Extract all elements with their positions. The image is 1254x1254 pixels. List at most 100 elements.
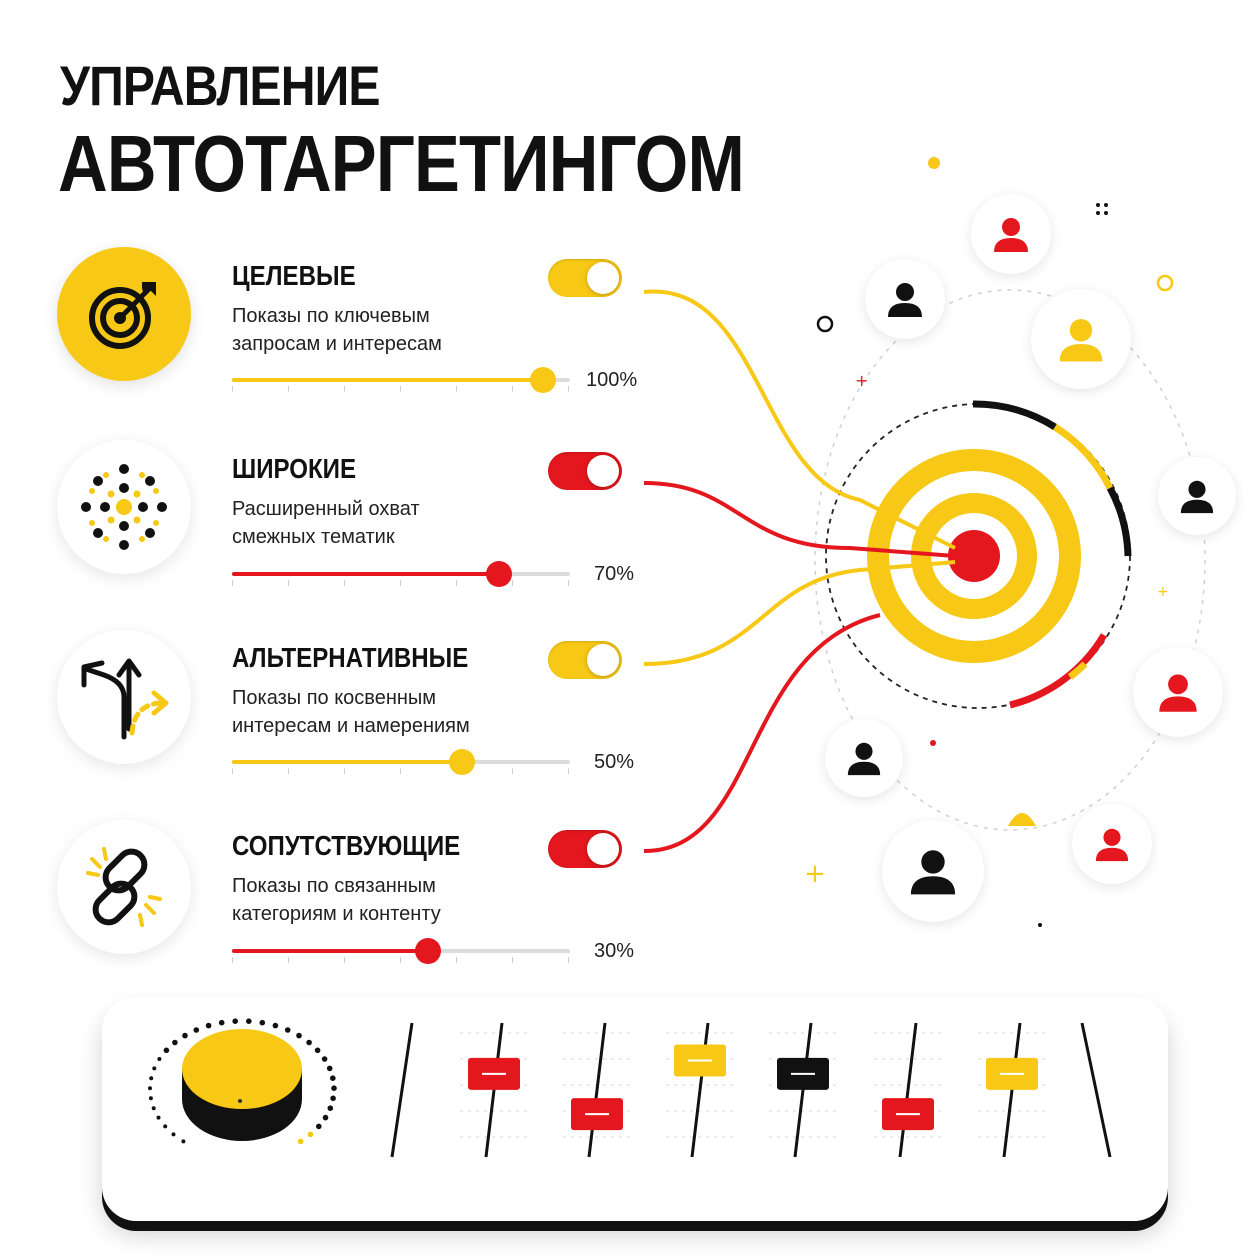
- target-ring-middle: [911, 493, 1037, 619]
- toggle-broad[interactable]: [548, 452, 622, 490]
- sparkle-dot: [1096, 203, 1100, 207]
- toggle-knob: [587, 455, 619, 487]
- toggle-related[interactable]: [548, 830, 622, 868]
- slider-alternative[interactable]: [232, 749, 570, 775]
- sparkle-plus: +: [804, 859, 826, 889]
- knob-dot: [259, 1019, 266, 1026]
- fader-rail: [898, 1022, 918, 1158]
- connector-broad: [643, 481, 956, 558]
- target-arrow-icon: [89, 282, 156, 349]
- category-description-line: Расширенный охват: [232, 498, 420, 520]
- category-description-line: категориям и контенту: [232, 903, 441, 925]
- arc-red-bottom: [1009, 633, 1108, 709]
- fader[interactable]: [563, 1022, 631, 1158]
- slider-fill: [232, 949, 428, 953]
- category-description-line: Показы по косвенным: [232, 687, 437, 709]
- slider-thumb[interactable]: [530, 367, 556, 393]
- arc-yellow-small: [1067, 661, 1088, 680]
- slider-thumb[interactable]: [415, 938, 441, 964]
- knob-dot: [322, 1114, 329, 1121]
- slider-related[interactable]: [232, 938, 570, 964]
- knob-dot: [151, 1106, 156, 1111]
- knob-dot: [314, 1047, 321, 1054]
- knob-dot: [172, 1039, 178, 1046]
- sparkle-dot: [1096, 211, 1100, 215]
- knob-dot: [163, 1047, 170, 1054]
- knob-dot: [321, 1056, 328, 1062]
- split-arrows-icon: [81, 658, 169, 740]
- sparkle-plus: +: [855, 371, 868, 390]
- person-icon: [910, 850, 956, 895]
- knob-dot: [330, 1075, 336, 1081]
- category-title: СОПУТСТВУЮЩИЕ: [232, 830, 461, 861]
- category-description-line: интересам и намерениям: [232, 715, 470, 737]
- category-description: Расширенный охват смежных тематик: [232, 495, 552, 551]
- knob-dot: [156, 1115, 161, 1120]
- category-description-line: Показы по связанным: [232, 875, 436, 897]
- fader-rail: [587, 1022, 607, 1158]
- knob-dot: [182, 1032, 188, 1039]
- slider-value: 30%: [594, 940, 635, 962]
- category-title: ШИРОКИЕ: [232, 453, 357, 484]
- category-icon-circle-targeted: [57, 247, 191, 381]
- sparkle-ring: [816, 315, 834, 333]
- toggle-alternative[interactable]: [548, 641, 622, 679]
- arc-black-right: [1106, 486, 1132, 557]
- knob-dot: [149, 1076, 154, 1081]
- fader[interactable]: [769, 1022, 837, 1158]
- slider-ticks: [232, 957, 570, 963]
- slider-value: 100%: [586, 369, 638, 391]
- slider-ticks: [232, 580, 570, 586]
- connector-alternative: [643, 560, 956, 666]
- slider-thumb[interactable]: [449, 749, 475, 775]
- category-title: ЦЕЛЕВЫЕ: [232, 260, 356, 291]
- fader[interactable]: [874, 1022, 942, 1158]
- arc-yellow-right: [1053, 424, 1114, 490]
- toggle-targeted[interactable]: [548, 259, 622, 297]
- person-icon: [1095, 828, 1129, 862]
- knob-dot: [205, 1022, 212, 1029]
- fader[interactable]: [460, 1022, 528, 1158]
- dot-burst-icon: [81, 464, 167, 550]
- knob-dot: [306, 1039, 312, 1046]
- knob-dot: [307, 1131, 314, 1138]
- knob-dot: [181, 1139, 186, 1144]
- category-description: Показы по связанным категориям и контент…: [232, 872, 552, 928]
- audience-avatar: [882, 820, 984, 922]
- slider-ticks: [232, 768, 570, 774]
- knob-top: [182, 1029, 302, 1109]
- panel-divider: [390, 1022, 414, 1158]
- audience-avatar: [1133, 647, 1223, 737]
- fader[interactable]: [978, 1022, 1046, 1158]
- audience-avatar: [825, 719, 903, 797]
- knob-dot: [272, 1022, 279, 1029]
- page-title-line-1: УПРАВЛЕНИЕ: [60, 54, 381, 117]
- category-description-line: запросам и интересам: [232, 333, 442, 355]
- slider-targeted[interactable]: [232, 367, 570, 393]
- knob-dot: [330, 1095, 336, 1102]
- audience-avatar: [971, 194, 1051, 274]
- knob-dot: [193, 1027, 200, 1033]
- audience-avatar: [1072, 804, 1152, 884]
- knob-dot: [297, 1138, 304, 1145]
- knob-dot: [327, 1105, 334, 1111]
- fader-rail: [1002, 1022, 1022, 1158]
- fader[interactable]: [666, 1022, 734, 1158]
- sparkle-ring: [1156, 274, 1174, 292]
- sparkle-dot: [928, 157, 940, 169]
- slider-broad[interactable]: [232, 561, 570, 587]
- person-icon: [1059, 319, 1103, 362]
- slider-ticks: [232, 386, 570, 392]
- sparkle-bell: [1008, 813, 1036, 826]
- knob-dot: [163, 1124, 168, 1129]
- outer-dashed-ring: [825, 403, 1131, 709]
- sparkle-dot: [1038, 923, 1042, 927]
- person-icon: [847, 742, 881, 776]
- slider-fill: [232, 378, 543, 382]
- knob-dot: [316, 1123, 322, 1130]
- panel-divider: [1080, 1022, 1112, 1158]
- sparkle-dot: [930, 740, 936, 746]
- knob-dot: [331, 1085, 337, 1091]
- knob-dot: [148, 1096, 153, 1101]
- slider-thumb[interactable]: [486, 561, 512, 587]
